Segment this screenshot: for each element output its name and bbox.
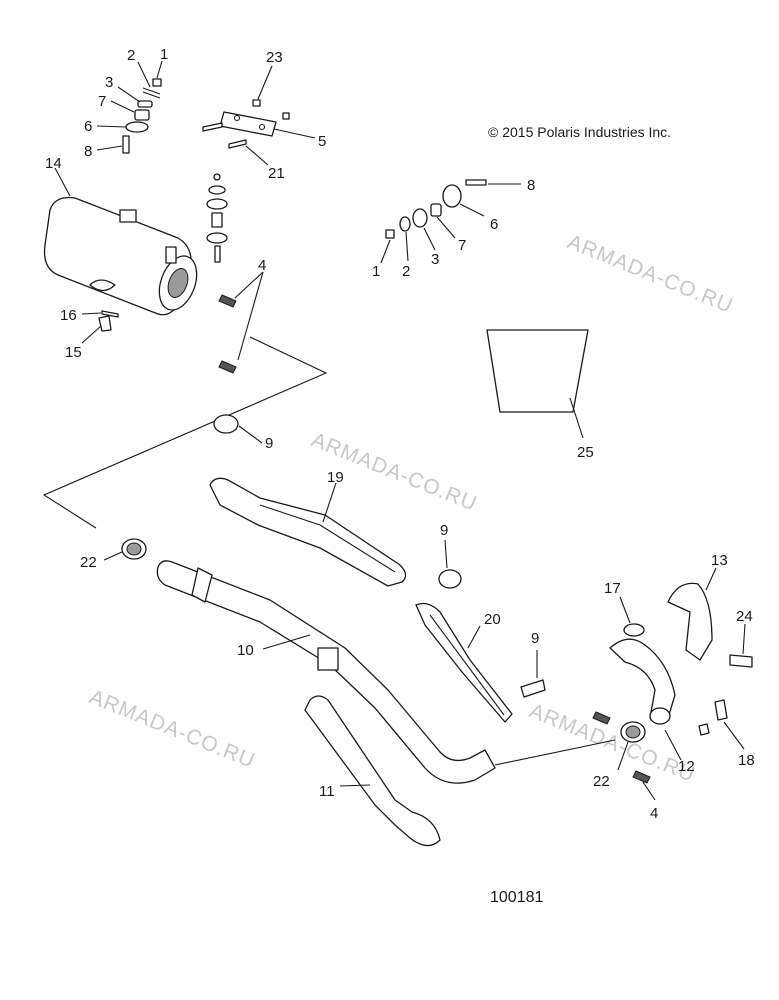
- spacer-part-7: [134, 109, 150, 121]
- head-pipe-part-10: [156, 560, 616, 784]
- spacer-part-7b: [430, 203, 442, 217]
- watermark-3: ARMADA-CO.RU: [86, 685, 258, 772]
- bolt-part-5: [202, 122, 223, 132]
- sensor-plug-part-15: [98, 315, 112, 332]
- callout-22a: 22: [80, 554, 97, 571]
- springs-part-4-upper: [218, 271, 264, 374]
- callout-3a: 3: [105, 74, 113, 91]
- plug-part-24: [729, 654, 753, 668]
- callout-2a: 2: [127, 47, 135, 64]
- clip-part-16: [101, 310, 119, 318]
- nut-part-1b: [385, 229, 395, 239]
- nut-part-23: [252, 99, 261, 107]
- heat-shield-part-20: [415, 602, 513, 723]
- callout-4a: 4: [258, 257, 266, 274]
- clamp-part-9b: [438, 569, 462, 589]
- callout-16: 16: [60, 307, 77, 324]
- callout-20: 20: [484, 611, 501, 628]
- spring-part-2: [142, 87, 161, 95]
- callout-9c: 9: [531, 630, 539, 647]
- callout-22b: 22: [593, 773, 610, 790]
- spring-part-2b: [142, 91, 161, 99]
- mount-stack: [206, 173, 228, 263]
- bolt-part-8: [122, 135, 130, 154]
- callout-2b: 2: [402, 263, 410, 280]
- callout-8b: 8: [527, 177, 535, 194]
- callout-18: 18: [738, 752, 755, 769]
- callout-19: 19: [327, 469, 344, 486]
- elbow-part-12: [609, 638, 682, 761]
- callout-9b: 9: [440, 522, 448, 539]
- washer-part-2b: [399, 216, 411, 232]
- sensor-part-18: [714, 699, 728, 721]
- callout-12: 12: [678, 758, 695, 775]
- label-part-25: [486, 329, 589, 413]
- hardware-stack-right: [380, 179, 521, 264]
- bracket-assembly: [202, 65, 316, 166]
- callout-11: 11: [319, 783, 335, 800]
- bracket-part-5: [219, 111, 277, 137]
- pipe-bracket: [317, 647, 339, 671]
- callout-6b: 6: [490, 216, 498, 233]
- callout-23: 23: [266, 49, 283, 66]
- copyright-text: © 2015 Polaris Industries Inc.: [488, 124, 671, 140]
- callout-8a: 8: [84, 143, 92, 160]
- o-ring-part-17: [623, 623, 645, 637]
- callout-1b: 1: [372, 263, 380, 280]
- nut-part-23b: [282, 112, 290, 120]
- callout-14: 14: [45, 155, 62, 172]
- callout-1a: 1: [160, 46, 168, 63]
- bolt-part-21: [228, 139, 247, 149]
- washer-part-3: [137, 100, 153, 108]
- spring-part-4b: [592, 711, 611, 725]
- hardware-stack-left: [96, 60, 163, 154]
- clamp-part-9c: [520, 679, 546, 698]
- callout-25: 25: [577, 444, 594, 461]
- washer-part-3b: [412, 208, 428, 228]
- bolt-part-18: [698, 723, 710, 736]
- grommet-part-6b: [442, 184, 462, 208]
- callout-9a: 9: [265, 435, 273, 452]
- clamp-part-9a: [213, 414, 239, 434]
- callout-13: 13: [711, 552, 728, 569]
- callout-6a: 6: [84, 118, 92, 135]
- heat-shield-part-19: [209, 477, 407, 587]
- callout-5: 5: [318, 133, 326, 150]
- callout-4b: 4: [650, 805, 658, 822]
- muffler-part-14: [43, 167, 198, 316]
- watermark-1: ARMADA-CO.RU: [564, 230, 736, 317]
- callout-3b: 3: [431, 251, 439, 268]
- grommet-part-6: [125, 121, 149, 133]
- outlet-part-13: [667, 567, 717, 661]
- callout-7b: 7: [458, 237, 466, 254]
- callout-15: 15: [65, 344, 82, 361]
- spring-part-4c: [632, 770, 651, 784]
- pipe-part-11: [304, 695, 441, 847]
- callout-17: 17: [604, 580, 621, 597]
- bolt-part-8b: [465, 179, 487, 186]
- callout-7a: 7: [98, 93, 106, 110]
- callout-21: 21: [268, 165, 285, 182]
- nut-part-1: [152, 78, 162, 87]
- drawing-number: 100181: [490, 889, 543, 906]
- callout-24: 24: [736, 608, 753, 625]
- callout-10: 10: [237, 642, 254, 659]
- group-separator: [42, 336, 328, 529]
